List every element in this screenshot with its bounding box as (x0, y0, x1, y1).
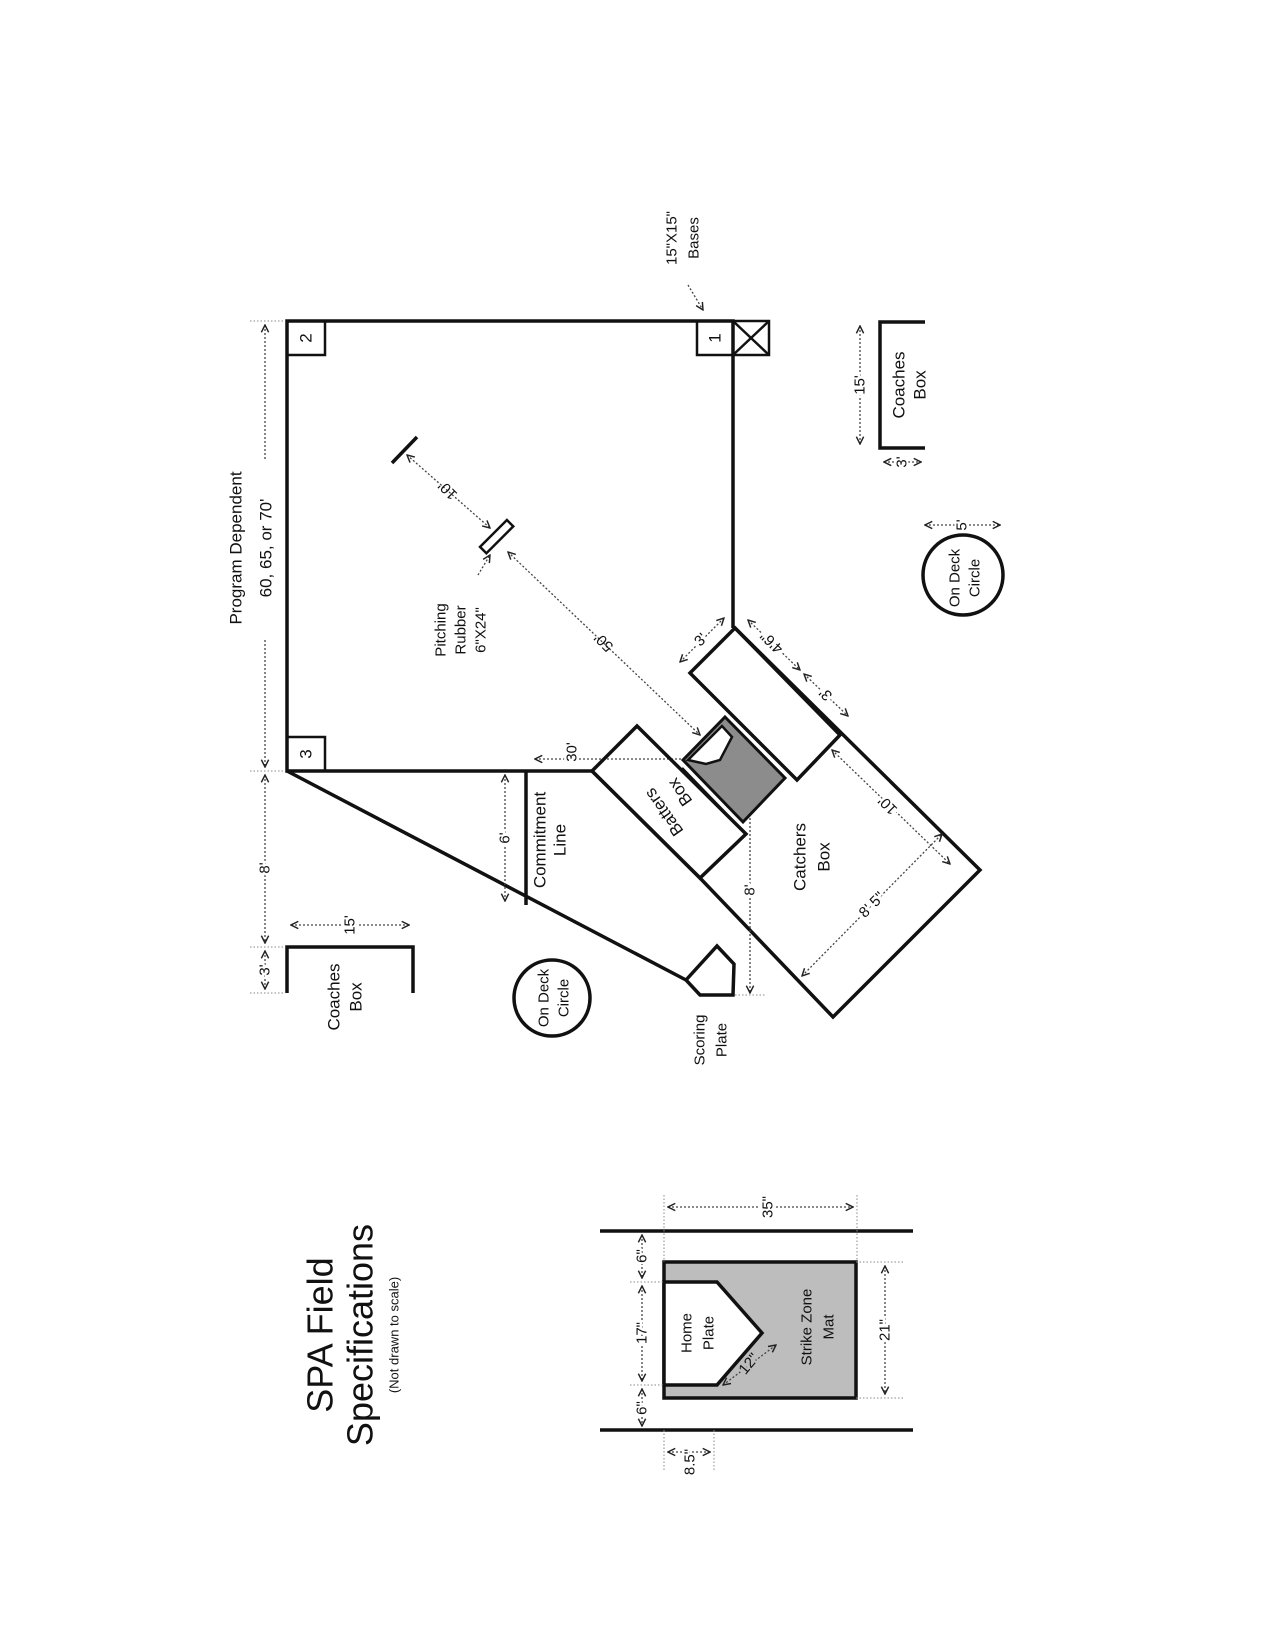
on-deck-left-label-1: On Deck (536, 968, 553, 1027)
title-block: SPA Field Specifications (Not drawn to s… (300, 1224, 402, 1446)
on-deck-circle-left (512, 958, 592, 1038)
strike-zone-mat-field (680, 714, 788, 825)
mound-dimension: 10' (435, 477, 461, 503)
second-base (285, 319, 327, 357)
on-deck-right-label-2: Circle (967, 559, 984, 597)
offset-dimension: 8.5" (682, 1449, 699, 1475)
plate-to-box-dimension: 8' (742, 884, 759, 895)
side-bottom-dimension: 6" (634, 1401, 651, 1415)
bases-label: Bases (686, 217, 703, 259)
mat-label-2: Mat (821, 1314, 838, 1340)
coach-length-right-dimension: 15' (852, 375, 869, 395)
on-deck-dimension: 5' (954, 519, 971, 530)
commitment-dimension: 6' (497, 832, 514, 843)
safety-base-icon (731, 319, 771, 357)
title-line1: SPA Field (300, 1257, 341, 1412)
coaches-box-left-label-2: Box (347, 982, 366, 1012)
thirty-dimension: 30' (564, 742, 581, 762)
box-width-dimension: 3' (691, 630, 711, 650)
base-distance-label: 60, 65, or 70' (257, 499, 276, 598)
side-top-dimension: 6" (634, 1249, 651, 1263)
first-base-number: 1 (706, 333, 725, 342)
on-deck-left-label-2: Circle (556, 979, 573, 1017)
mat-label-1: Strike Zone (799, 1289, 816, 1366)
mound-line (390, 435, 419, 465)
on-deck-circle-right (921, 533, 1005, 617)
commitment-label-2: Line (551, 824, 570, 856)
coaches-box-right (878, 320, 925, 450)
scoring-plate (683, 943, 736, 997)
coaches-box-left (285, 945, 415, 993)
on-deck-right-label-1: On Deck (947, 548, 964, 607)
catchers-box-label-1: Catchers (791, 823, 810, 891)
coach-offset-right-dimension: 3' (894, 456, 911, 467)
scoring-plate-label-1: Scoring (692, 1015, 709, 1066)
home-plate-label-2: Plate (701, 1316, 718, 1350)
home-plate-label-1: Home (679, 1313, 696, 1353)
mat-length-dimension: 35" (760, 1196, 777, 1218)
coaches-box-right-label-2: Box (911, 370, 930, 400)
plate-width-dimension: 17" (634, 1322, 651, 1344)
coaches-box-left-label-1: Coaches (325, 963, 344, 1030)
pitch-distance-dimension: 50' (591, 629, 617, 655)
program-dependent-label: Program Dependent (227, 471, 246, 624)
third-to-coach-dimension: 8' (257, 862, 274, 873)
title-note: (Not drawn to scale) (387, 1277, 402, 1393)
pitching-rubber (478, 518, 516, 556)
third-base (285, 735, 327, 773)
pitching-rubber-label-1: Pitching (433, 603, 450, 656)
third-base-number: 3 (297, 749, 316, 758)
coach-offset-left-dimension: 3' (257, 964, 274, 975)
coach-length-left-dimension: 15' (342, 915, 359, 935)
infield-diamond: 2 3 1 (285, 319, 771, 773)
three-dimension: 3' (816, 684, 836, 704)
commitment-label-1: Commitment (531, 792, 550, 889)
third-base-line (286, 769, 687, 982)
coaches-box-right-label-1: Coaches (890, 351, 909, 418)
bases-size-label: 15"X15" (664, 211, 681, 265)
pitching-rubber-label-3: 6"X24" (473, 607, 490, 653)
pitching-rubber-label-2: Rubber (453, 605, 470, 654)
catcher-width-dimension: 8' 5" (856, 889, 889, 922)
catchers-box-label-2: Box (815, 842, 834, 872)
title-line2: Specifications (340, 1224, 381, 1446)
scoring-plate-label-2: Plate (714, 1023, 731, 1057)
second-base-number: 2 (297, 333, 316, 342)
infield-outline (285, 319, 735, 773)
mat-width-dimension: 21" (877, 1319, 894, 1341)
plate-detail: Home Plate Strike Zone Mat 35" 6" 17" 6"… (600, 1193, 913, 1477)
